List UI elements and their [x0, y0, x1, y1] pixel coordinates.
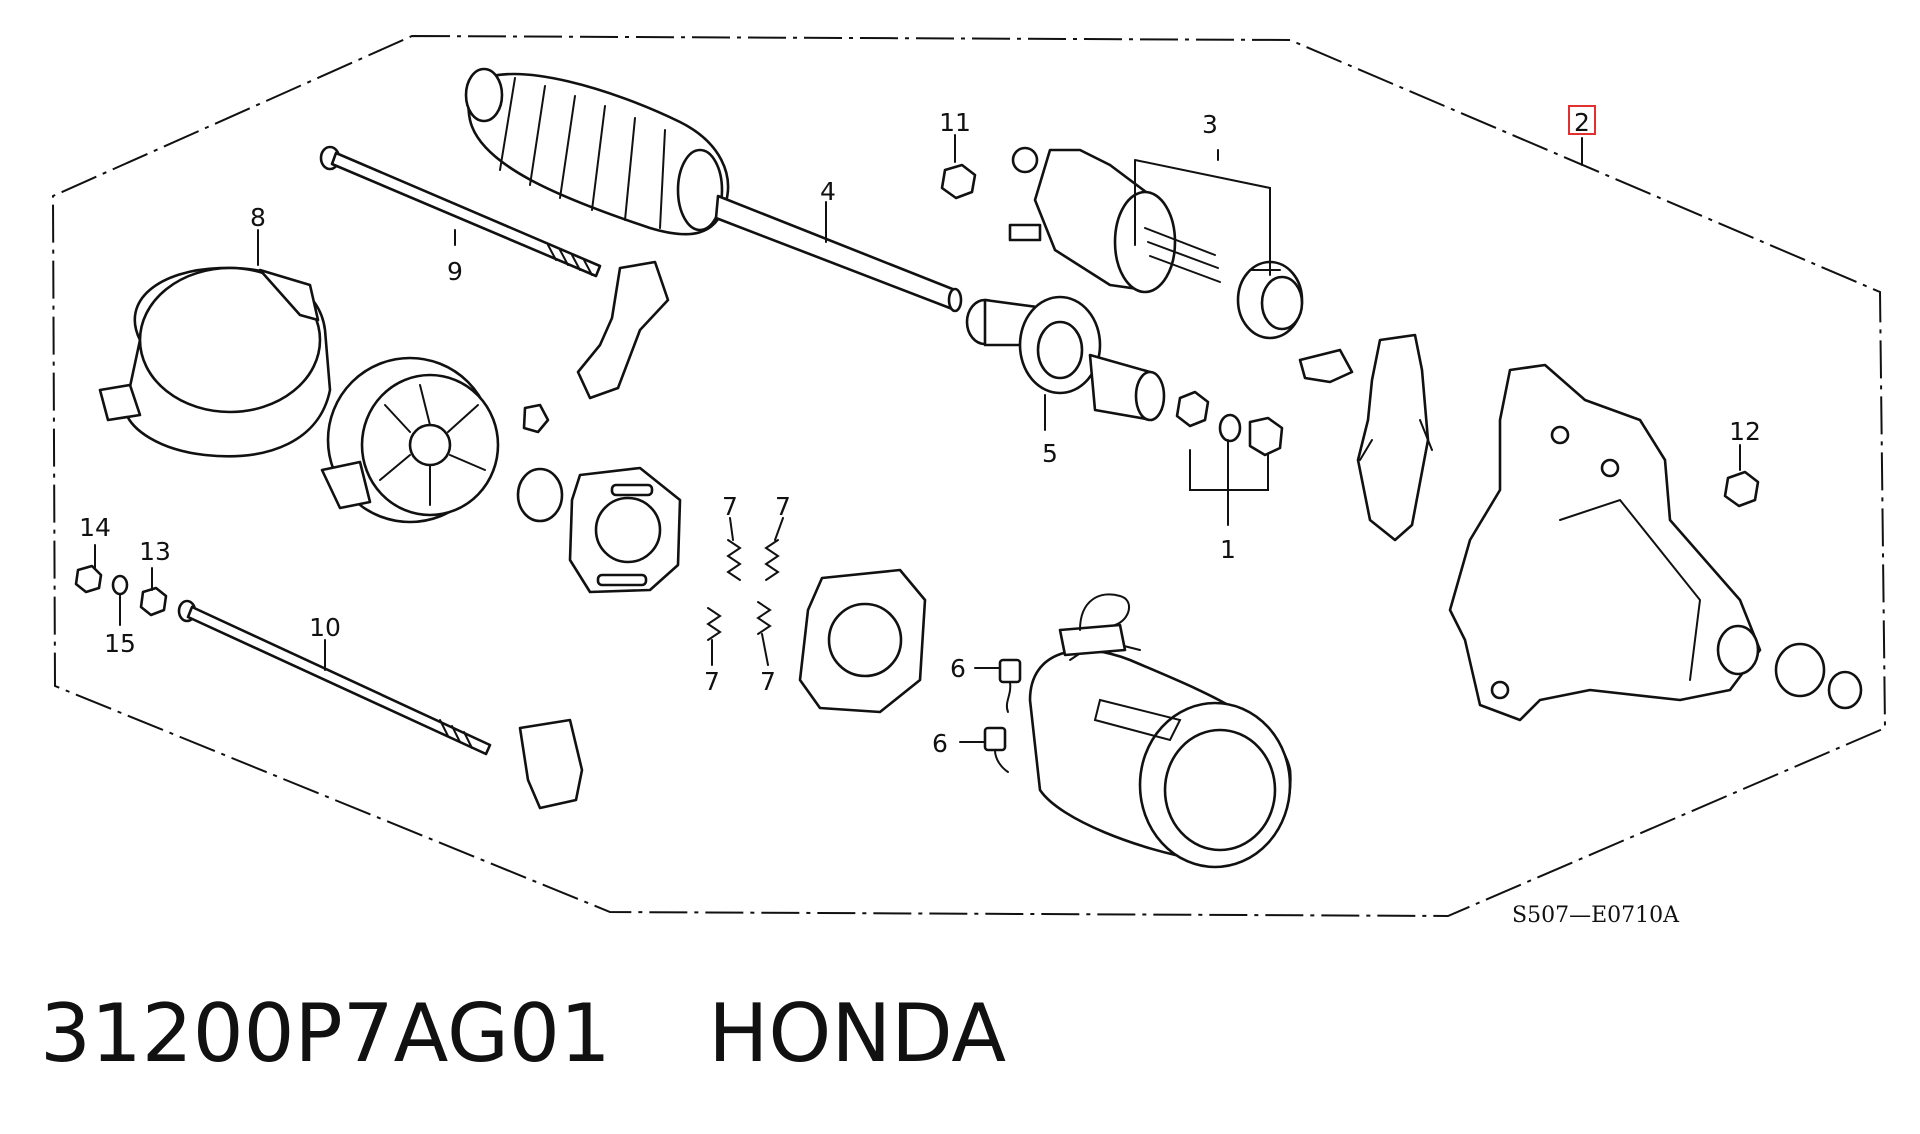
- brush-holder-bracket: [576, 260, 670, 400]
- bearing-bushing: [1774, 642, 1826, 698]
- leader-lines: [94, 134, 1741, 743]
- callout-5: 5: [1042, 439, 1058, 468]
- callout-1: 1: [1220, 535, 1236, 564]
- callout-14: 14: [79, 513, 111, 542]
- washer-15: [111, 574, 129, 596]
- brush-holder-ring: [798, 568, 927, 714]
- assembly-boundary: [51, 34, 1887, 918]
- brand-name: HONDA: [708, 987, 1007, 1080]
- callout-7-d: 7: [760, 667, 776, 696]
- part-caption: 31200P7AG01 HONDA: [40, 994, 1006, 1074]
- drive-end-housing-2: [1448, 363, 1762, 722]
- callout-6-lower: 6: [932, 729, 948, 758]
- end-cap: [1827, 670, 1863, 710]
- nut-13: [139, 586, 168, 617]
- nut-11: [940, 163, 977, 200]
- callout-3: 3: [1202, 110, 1218, 139]
- end-housing: [320, 356, 500, 524]
- bushing: [516, 467, 564, 523]
- brush-holder-plate: [568, 466, 682, 594]
- armature: [464, 67, 963, 313]
- brush-springs-7: [706, 539, 780, 641]
- callout-11: 11: [939, 108, 971, 137]
- callout-10: 10: [309, 613, 341, 642]
- callout-12: 12: [1729, 417, 1761, 446]
- brush-6-lower: [983, 726, 1007, 752]
- callout-7-b: 7: [775, 492, 791, 521]
- rear-cover-8: [98, 266, 332, 458]
- callout-15: 15: [104, 629, 136, 658]
- through-bolt-10: [177, 599, 584, 810]
- callout-8: 8: [250, 203, 266, 232]
- highlight-box-part-2: [1568, 105, 1596, 135]
- figure-code: S507—E0710A: [1512, 903, 1680, 928]
- part-number: 31200P7AG01: [40, 987, 611, 1080]
- callout-13: 13: [139, 537, 171, 566]
- callout-7-a: 7: [722, 492, 738, 521]
- field-yoke: [1028, 623, 1292, 869]
- callout-9: 9: [447, 257, 463, 286]
- shift-lever: [1298, 333, 1433, 542]
- brush-6-upper: [998, 658, 1022, 684]
- callout-2: 2: [1574, 108, 1590, 137]
- overrunning-clutch-5: [965, 295, 1166, 422]
- callout-7-c: 7: [704, 667, 720, 696]
- callout-4: 4: [820, 177, 836, 206]
- solenoid-3: [1008, 146, 1304, 340]
- through-bolt-9: [319, 145, 602, 278]
- callout-6-upper: 6: [950, 654, 966, 683]
- grommet: [522, 403, 550, 434]
- stop-ring-set-1: [1175, 390, 1284, 457]
- nut-12: [1723, 470, 1760, 508]
- nut-14: [74, 564, 103, 594]
- field-lead-wire: [1079, 593, 1130, 631]
